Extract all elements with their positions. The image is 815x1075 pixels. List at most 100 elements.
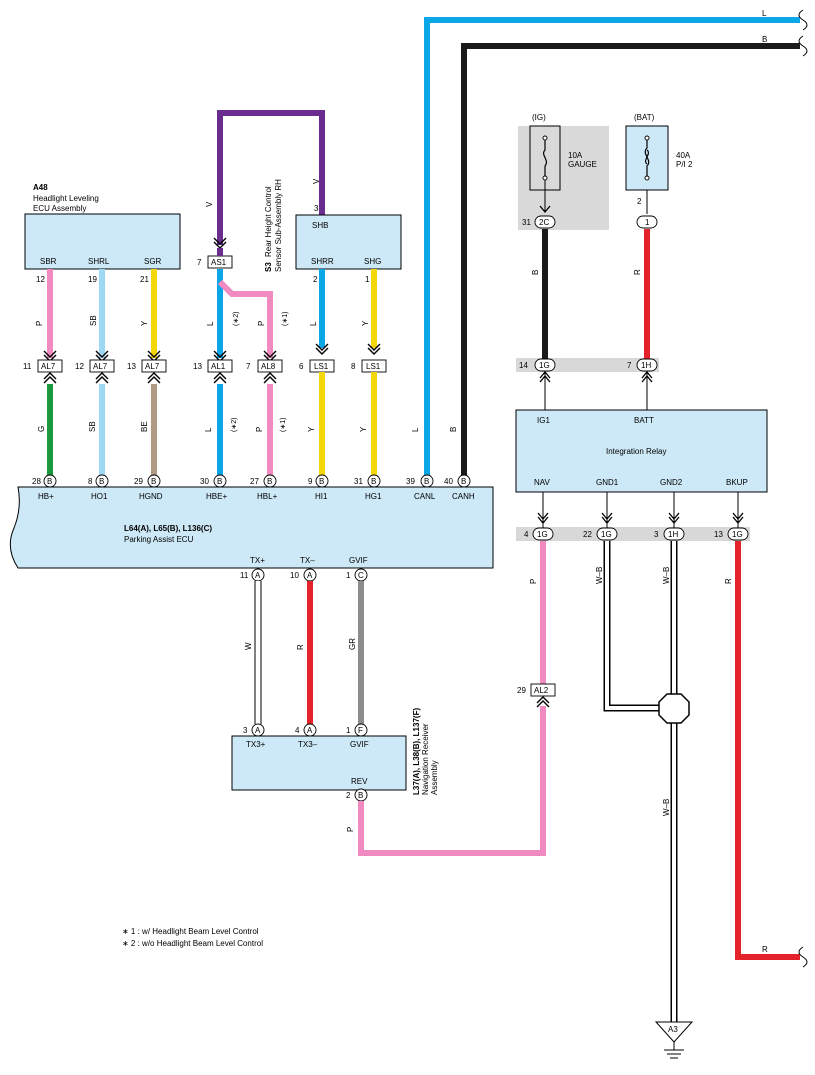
wire-canl [424,17,800,478]
conn-al1-label: AL1 [211,362,226,371]
relay-name: Integration Relay [606,447,666,456]
wire-label-l-5: L [411,427,420,432]
s3-pin-shb: SHB [312,221,328,230]
chev-al1b [213,372,227,384]
chev-al8b [263,372,277,384]
wire-label-v-left: V [205,201,214,207]
pin-num-10: 10 [290,571,299,580]
wire-label-b-2: B [449,427,458,432]
break-b [798,35,808,57]
nav-receiver-box [231,735,407,791]
s3-box [295,214,402,270]
pin-num-4a: 4 [295,726,300,735]
wire-canh [461,43,800,478]
wire-label-wb-3: W–B [662,799,671,816]
pin-num-11b: 11 [240,571,249,580]
svg-text:A: A [255,571,261,580]
pin-1g-gnd1 [596,527,618,541]
wire-label-wb-2: W–B [662,567,671,584]
wire-label-y-2: Y [361,320,370,326]
wire-label-sb-2: SB [88,421,97,432]
pin-num-7c: 7 [627,361,632,370]
conn-al7-1 [37,359,63,373]
a48-name-1: Headlight Leveling [33,194,99,203]
wire-label-y-1: Y [140,320,149,326]
note-2: ∗ 2 : w/o Headlight Beam Level Control [122,939,263,948]
wire-label-p-2: P [257,321,266,326]
pin-num-1a: 1 [346,571,351,580]
fuse-bat-line1: 40A [676,151,691,160]
svg-text:B: B [267,477,272,486]
pin-num-21: 21 [140,275,149,284]
s3-name-2: Sensor Sub-Assembly RH [274,179,283,272]
wire-violet [217,110,325,245]
svg-text:F: F [358,726,363,735]
pa-pin-canl: CANL [414,492,436,501]
wire-label-r-1: R [296,644,305,650]
fuse-ig-line2: GAUGE [568,160,597,169]
pin-num-11a: 11 [23,362,32,371]
pin-1h-gnd2 [663,527,685,541]
wire-label-gr: GR [348,638,357,650]
pin-num-19: 19 [88,275,97,284]
pin-num-29: 29 [134,477,143,486]
relay-pin-bkup: BKUP [726,478,748,487]
pin-num-8: 8 [351,362,356,371]
conn-al7-2-label: AL7 [93,362,108,371]
s3-pin2-num: 2 [313,275,318,284]
a48-pin-sbr: SBR [40,257,57,266]
ground-junction-splice [658,693,690,724]
wire-label-r-2: R [633,269,642,275]
fuse-bat-terminal-top [644,135,650,141]
ground-a3-label: A3 [668,1025,678,1034]
nav-pin-tx3m: TX3– [298,740,318,749]
pin-num-13b: 13 [193,362,202,371]
wire-label-wb-1: W–B [595,567,604,584]
pin-1g-ig1-code: 1G [539,361,550,370]
wire-label-l-top: L [762,9,767,18]
pa-pin-txm: TX– [300,556,315,565]
nav-name-1: Navigation Receiver [421,723,430,795]
pa-pin-hbe: HBE+ [206,492,227,501]
integration-relay-box [515,409,768,493]
svg-text:B: B [151,477,156,486]
relay-pin-gnd2: GND2 [660,478,683,487]
nav-top-pins: A A F [251,723,368,737]
pin-num-13c: 13 [714,530,723,539]
conn-ls1-1-label: LS1 [314,362,329,371]
pa-pin-hg1: HG1 [365,492,382,501]
fuse-bat-terminal-bottom [644,175,650,181]
lead-ig-arrow [539,205,551,214]
conn-al7-3-label: AL7 [145,362,160,371]
wire-label-y-4: Y [359,426,368,432]
nav-pin-tx3p: TX3+ [246,740,266,749]
conn-al8-label: AL8 [261,362,276,371]
pin-num-18: 29 [517,686,526,695]
wire-label-y-3: Y [307,426,316,432]
pin-num-14: 14 [519,361,528,370]
a48-pin-sgr: SGR [144,257,162,266]
fuse-ig-symbol [542,138,548,178]
svg-text:B: B [371,477,376,486]
conn-ls1-2-label: LS1 [366,362,381,371]
pin-num-12b: 12 [75,362,84,371]
pin-num-7a: 7 [197,258,202,267]
chev-al2 [536,696,550,708]
pin-num-31a: 31 [354,477,363,486]
pin-num-4b: 4 [524,530,529,539]
s3-code: S3 [264,262,273,272]
fuse-ig-terminal-top [542,135,548,141]
fuse-bat-line2: P/I 2 [676,160,693,169]
fuse-bat-header: (BAT) [634,113,655,122]
ig-fuse-panel [518,126,609,230]
parking-bottom-pins: A A C [251,568,368,582]
a48-code: A48 [33,183,48,192]
ground-a3-triangle [654,1021,694,1043]
svg-text:B: B [319,477,324,486]
conn-al1 [207,359,233,373]
svg-text:A: A [255,726,261,735]
pin-1h-gnd2-code: 1H [668,530,678,539]
wire-label-r-4: R [762,945,768,954]
fuse-bat-symbol [644,138,650,178]
